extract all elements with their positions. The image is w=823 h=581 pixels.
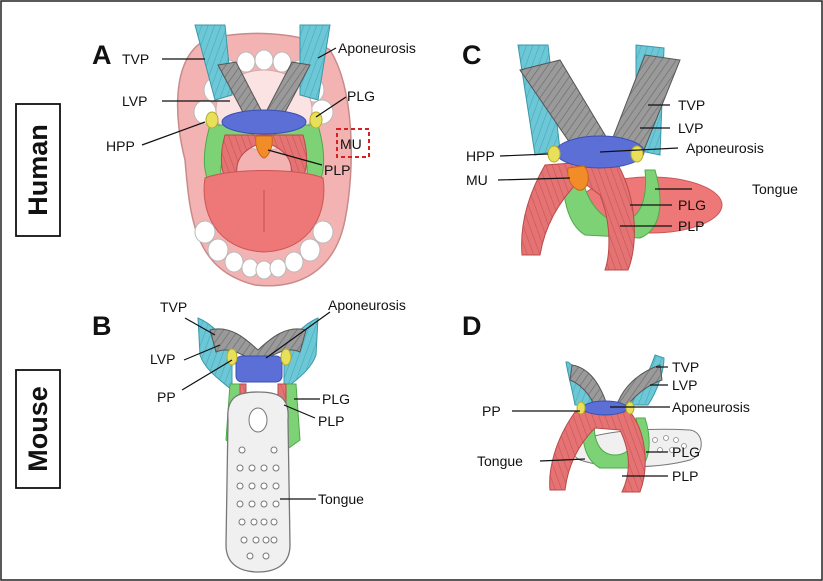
panel-d-letter: D [462, 311, 482, 341]
panel-c-label-plp: PLP [678, 218, 704, 234]
panel-a-label-plp: PLP [324, 162, 350, 178]
panel-c-label-tvp: TVP [678, 97, 705, 113]
panel-c-label-lvp: LVP [678, 120, 703, 136]
mouse-label: Mouse [23, 386, 53, 472]
side-label-mouse: Mouse [16, 370, 60, 488]
panel-b-letter: B [92, 311, 112, 341]
panel-d-label-pp: PP [482, 403, 501, 419]
panel-d-label-tongue: Tongue [477, 453, 523, 469]
panel-a-label-hpp: HPP [106, 138, 135, 154]
panel-a-label-mu: MU [340, 136, 362, 152]
panel-c-label-aponeurosis: Aponeurosis [686, 140, 764, 156]
panel-b-label-tongue: Tongue [318, 491, 364, 507]
panel-c-hpp-left [548, 146, 560, 162]
human-label: Human [23, 124, 53, 216]
panel-d-pp-right [626, 402, 634, 414]
panel-a-label-plg: PLG [347, 88, 375, 104]
panel-a-label-aponeurosis: Aponeurosis [338, 40, 416, 56]
panel-a-letter: A [92, 40, 112, 70]
panel-c-label-tongue: Tongue [752, 181, 798, 197]
side-label-human: Human [16, 104, 60, 236]
panel-d-label-lvp: LVP [672, 377, 697, 393]
panel-a-label-lvp: LVP [122, 93, 147, 109]
panel-c-hpp-right [631, 146, 643, 162]
panel-d-pp-left [577, 402, 585, 414]
panel-c-label-hpp: HPP [466, 148, 495, 164]
panel-a-aponeurosis [222, 110, 306, 134]
panel-b-label-plp: PLP [318, 413, 344, 429]
panel-b-aponeurosis [236, 356, 282, 382]
panel-b-label-aponeurosis: Aponeurosis [328, 297, 406, 313]
panel-b-label-lvp: LVP [150, 351, 175, 367]
panel-a-hpp-left [206, 112, 218, 128]
panel-a-label-tvp: TVP [122, 51, 149, 67]
panel-b-pp-right [281, 349, 291, 365]
panel-d-label-aponeurosis: Aponeurosis [672, 399, 750, 415]
panel-d-label-plp: PLP [672, 468, 698, 484]
panel-b-label-plg: PLG [322, 391, 350, 407]
panel-c-letter: C [462, 40, 482, 70]
panel-b-label-tvp: TVP [160, 299, 187, 315]
panel-d-aponeurosis [583, 401, 627, 415]
panel-c-label-plg: PLG [678, 197, 706, 213]
panel-d-label-tvp: TVP [672, 359, 699, 375]
panel-c-label-mu: MU [466, 172, 488, 188]
panel-d-label-plg: PLG [672, 444, 700, 460]
panel-b-label-pp: PP [157, 389, 176, 405]
